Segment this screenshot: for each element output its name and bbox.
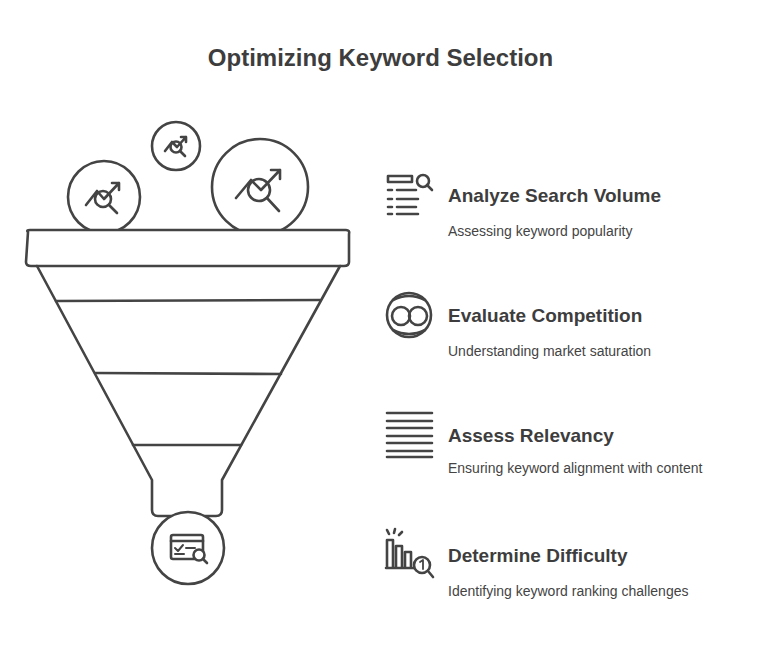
step-description: Assessing keyword popularity: [448, 221, 748, 241]
step-description: Identifying keyword ranking challenges: [448, 581, 748, 601]
step-heading: Determine Difficulty: [448, 544, 748, 567]
step-description: Ensuring keyword alignment with content: [448, 458, 703, 478]
funnel: [26, 230, 349, 516]
trend-icon: [68, 161, 140, 233]
list-search-icon: [388, 175, 432, 214]
diagram-title: Optimizing Keyword Selection: [0, 44, 761, 72]
lines-icon: [387, 413, 432, 457]
checklist-icon: [152, 512, 224, 584]
step-description: Understanding market saturation: [448, 341, 748, 361]
step-heading: Analyze Search Volume: [448, 184, 748, 207]
trend-icon: [212, 139, 308, 235]
step-heading: Assess Relevancy: [448, 424, 748, 447]
trend-icon: [152, 122, 200, 170]
step-heading: Evaluate Competition: [448, 304, 748, 327]
competition-icon: [387, 293, 431, 337]
bar-chart-icon: [386, 529, 433, 577]
